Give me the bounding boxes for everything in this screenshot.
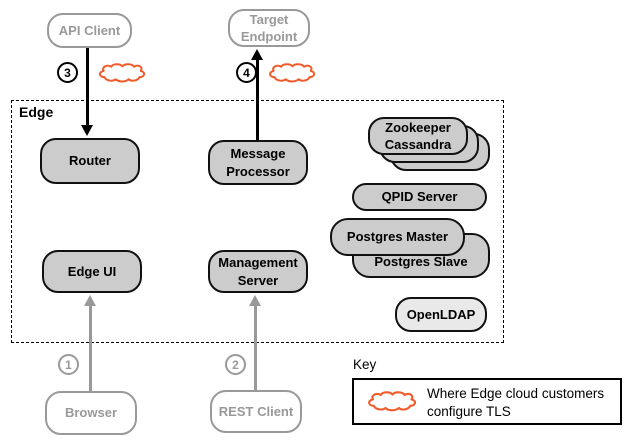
management-server-label: Management Server — [218, 255, 298, 288]
cassandra-label: Cassandra — [384, 137, 452, 152]
node-qpid-server: QPID Server — [352, 183, 487, 211]
node-api-client: API Client — [47, 13, 132, 48]
step-badge-2: 2 — [225, 354, 246, 375]
arrow-rest-to-mgmt-line — [254, 306, 257, 390]
step-badge-1: 1 — [58, 354, 79, 375]
node-openldap: OpenLDAP — [395, 297, 487, 332]
rest-client-label: REST Client — [218, 403, 294, 419]
browser-label: Browser — [64, 405, 118, 421]
node-zookeeper-cassandra: Zookeeper Cassandra — [368, 117, 468, 155]
key-legend-box: Where Edge cloud customers configure TLS — [352, 378, 622, 425]
tls-cloud-icon — [99, 63, 146, 83]
node-postgres-master: Postgres Master — [330, 218, 465, 256]
postgres-slave-label: Postgres Slave — [374, 253, 468, 269]
step-4-label: 4 — [243, 65, 250, 80]
node-router: Router — [40, 138, 140, 184]
key-legend-text: Where Edge cloud customers configure TLS — [427, 386, 605, 420]
edge-group-label: Edge — [19, 104, 54, 120]
edge-group-boundary: Edge — [11, 100, 504, 343]
arrow-up-icon — [249, 295, 261, 306]
router-label: Router — [69, 153, 111, 169]
qpid-server-label: QPID Server — [381, 189, 458, 205]
node-browser: Browser — [45, 391, 137, 435]
tls-cloud-icon — [368, 391, 416, 412]
node-edge-ui: Edge UI — [42, 250, 142, 293]
edge-ui-label: Edge UI — [67, 263, 117, 279]
node-management-server: Management Server — [208, 250, 308, 293]
step-2-label: 2 — [232, 357, 239, 372]
openldap-label: OpenLDAP — [406, 306, 476, 322]
step-1-label: 1 — [65, 357, 72, 372]
postgres-master-label: Postgres Master — [346, 229, 449, 245]
arrow-up-icon — [84, 295, 96, 306]
node-target-endpoint: Target Endpoint — [228, 9, 310, 47]
arrow-browser-to-edgeui-line — [89, 306, 92, 391]
target-endpoint-label: Target Endpoint — [240, 11, 298, 44]
node-rest-client: REST Client — [210, 390, 302, 433]
api-client-label: API Client — [58, 22, 121, 38]
message-processor-label: Message Processor — [226, 146, 290, 179]
tls-cloud-icon — [269, 63, 316, 83]
arrow-up-icon — [251, 49, 263, 60]
arrow-api-to-router-line — [86, 48, 89, 126]
step-badge-4: 4 — [236, 62, 257, 83]
step-3-label: 3 — [64, 65, 71, 80]
step-badge-3: 3 — [57, 62, 78, 83]
node-message-processor: Message Processor — [208, 140, 308, 185]
zookeeper-label: Zookeeper — [385, 119, 451, 135]
key-title: Key — [353, 357, 377, 372]
arrow-down-icon — [81, 125, 93, 136]
